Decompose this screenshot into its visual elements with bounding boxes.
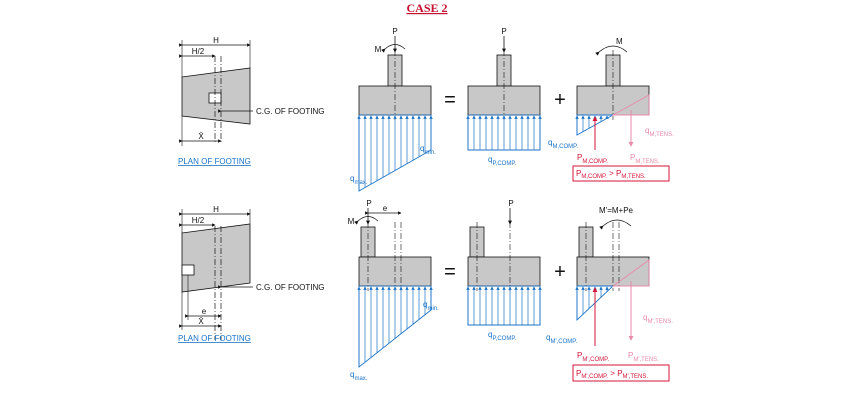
- q-p-label: qP,COMP.: [488, 330, 517, 342]
- section-1-row2: P M e qmin. qmax.: [348, 199, 439, 382]
- moment-label: M'=M+Pe: [599, 206, 634, 215]
- pressure-arrows: [357, 115, 433, 191]
- dim-half-label: H/2: [192, 47, 205, 56]
- load-p: P: [366, 199, 371, 208]
- p-comp-label: PM,COMP.: [577, 153, 608, 165]
- comparison-box: [572, 364, 670, 382]
- column-plan: [181, 264, 195, 276]
- row-2: H H/2 e X̄ C.G. OF FOOTING PLAN OF FOOTI…: [178, 199, 673, 382]
- plan-label: PLAN OF FOOTING: [178, 334, 251, 343]
- dim-e-label: e: [202, 307, 207, 316]
- plan-label: PLAN OF FOOTING: [178, 157, 251, 166]
- cg-label: C.G. OF FOOTING: [256, 283, 324, 292]
- load-p: P: [508, 199, 513, 208]
- comparison-text: PM,COMP. > PM,TENS.: [576, 169, 646, 180]
- load-p: P: [392, 27, 397, 36]
- dim-xbar-label: X̄: [198, 317, 204, 326]
- q-tens-label: qM,TENS.: [645, 126, 674, 138]
- comparison-box: [572, 165, 670, 182]
- q-min-label: qmin.: [423, 300, 439, 312]
- moment-arc: [595, 45, 628, 56]
- pressure-arrows: [357, 286, 433, 367]
- dim-h-label: H: [213, 36, 219, 45]
- q-p-label: qP,COMP.: [488, 155, 517, 167]
- dim-half-label: H/2: [192, 216, 205, 225]
- footing-plan-shape: [181, 223, 251, 293]
- column: [496, 54, 512, 87]
- pressure-arrows: [466, 115, 542, 150]
- comparison-text: PM',COMP. > PM',TENS.: [576, 369, 648, 380]
- q-comp-label: qM,COMP.: [548, 138, 578, 150]
- section-3-row2: M'=M+Pe qM',COMP. qM',TENS. PM',COMP. PM…: [546, 206, 673, 382]
- ecc-e: e: [383, 204, 388, 213]
- q-comp-label: qM',COMP.: [546, 333, 577, 345]
- cg-label: C.G. OF FOOTING: [256, 107, 324, 116]
- p-comp-label: PM',COMP.: [577, 351, 609, 363]
- pressure-arrows: [466, 286, 542, 325]
- plan-of-footing-2: H H/2 e X̄ C.G. OF FOOTING PLAN OF FOOTI…: [178, 205, 324, 343]
- moment-m: M: [375, 45, 382, 54]
- moment-arc: [599, 219, 632, 230]
- section-3: M qM,COMP. qM,TENS. PM,COMP. PM,TENS. PM…: [548, 37, 674, 182]
- section-2: P qP,COMP.: [466, 27, 542, 167]
- equals-sign: =: [444, 89, 456, 111]
- section-1: P M qmin. qmax.: [350, 27, 436, 192]
- plan-of-footing-1: H H/2 X̄ C.G. OF FOOTING PLAN OF FOOTING: [178, 36, 324, 166]
- footing: [467, 256, 541, 287]
- moment-arc: [354, 216, 379, 225]
- moment-m: M: [348, 217, 355, 226]
- q-max-label: qmax.: [350, 370, 368, 382]
- equals-sign: =: [444, 261, 456, 283]
- q-max-label: qmax.: [350, 174, 368, 186]
- dim-xbar-label: X̄: [198, 132, 204, 141]
- plus-sign: +: [554, 89, 566, 111]
- p-tens-label: PM,TENS.: [630, 153, 660, 165]
- pressure-arrows: [575, 286, 609, 320]
- q-tens-label: qM',TENS.: [643, 313, 673, 325]
- p-tens-label: PM',TENS.: [628, 351, 659, 363]
- moment-label: M: [616, 37, 623, 46]
- plus-sign: +: [554, 261, 566, 283]
- row-1: H H/2 X̄ C.G. OF FOOTING PLAN OF FOOTING…: [178, 27, 674, 192]
- load-p: P: [501, 27, 506, 36]
- page-title: CASE 2: [406, 1, 447, 15]
- dim-h-label: H: [213, 205, 219, 214]
- section-2-row2: P qP,COMP.: [466, 199, 542, 342]
- moment-arc: [381, 44, 406, 53]
- column: [605, 54, 621, 87]
- column: [387, 54, 403, 87]
- q-min-label: qmin.: [420, 144, 436, 156]
